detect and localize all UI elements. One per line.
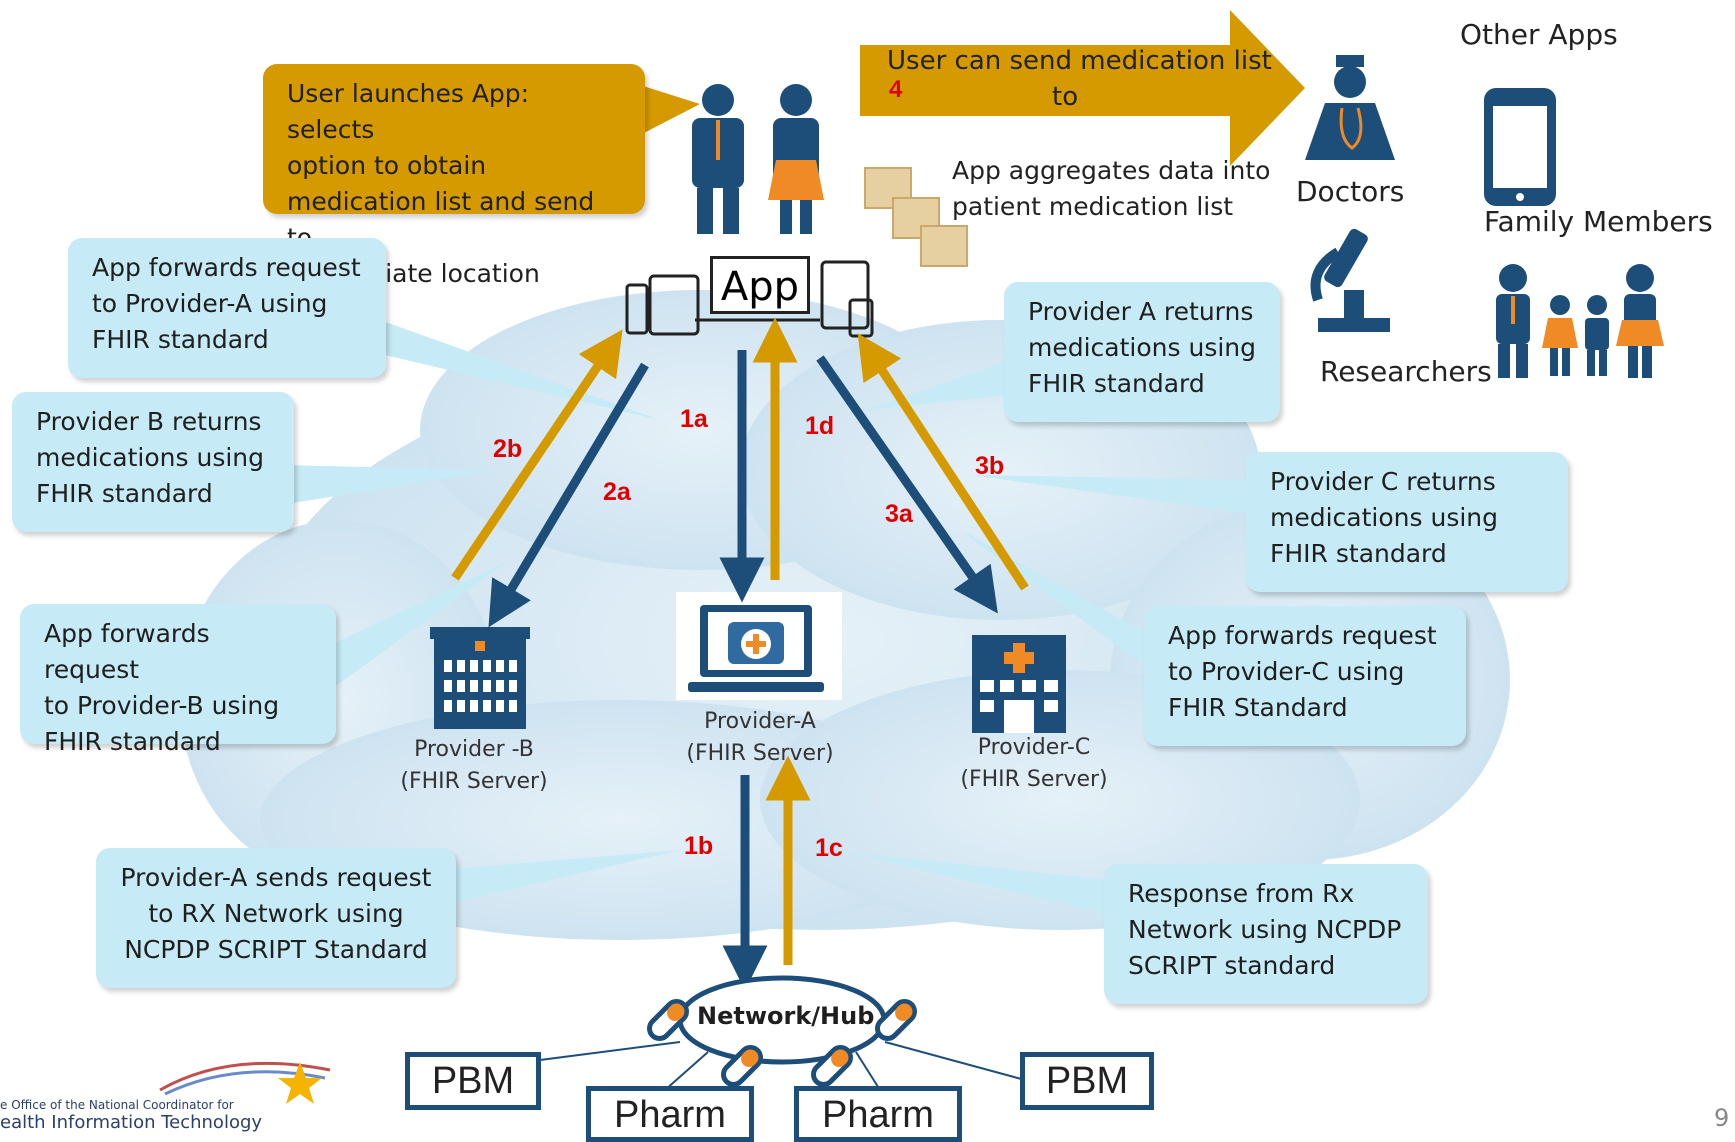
onc-footer-line1: e Office of the National Coordinator for	[0, 1098, 234, 1112]
send-list-arrow	[860, 10, 1305, 166]
pharm-right-box: Pharm	[794, 1086, 962, 1142]
callout-forward-provider-a: App forwards request to Provider-A using…	[68, 238, 386, 378]
network-hub-label: Network/Hub	[697, 1002, 875, 1030]
pill-icons	[647, 999, 917, 1087]
step-2a-label: 2a	[603, 478, 631, 506]
pbm-right-box: PBM	[1020, 1052, 1154, 1110]
family-members-label: Family Members	[1484, 205, 1713, 238]
step-1d-label: 1d	[805, 412, 835, 440]
onc-footer-line2: ealth Information Technology	[0, 1112, 263, 1133]
step-1b-label: 1b	[684, 832, 714, 860]
data-aggregation-icon	[864, 167, 968, 267]
provider-c-icon	[972, 635, 1066, 733]
hub-connectors	[539, 1041, 1026, 1091]
researchers-label: Researchers	[1320, 355, 1492, 388]
banner-line2: to	[1052, 82, 1079, 112]
provider-c-label: Provider-C (FHIR Server)	[960, 735, 1108, 792]
step-1c-label: 1c	[815, 834, 843, 862]
callout-forward-provider-c: App forwards request to Provider-C using…	[1144, 606, 1466, 746]
onc-logo	[159, 1061, 331, 1104]
callout-send-rx-network: Provider-A sends request to RX Network u…	[96, 848, 456, 988]
launch-app-callout: User launches App: selects option to obt…	[263, 64, 645, 288]
callout-provider-b-returns: Provider B returns medications using FHI…	[12, 392, 294, 532]
banner-line1: User can send medication list	[887, 46, 1272, 76]
step-1a-label: 1a	[680, 405, 708, 433]
provider-b-icon	[430, 627, 530, 729]
doctors-label: Doctors	[1296, 175, 1405, 208]
callout-provider-c-returns: Provider C returns medications using FHI…	[1246, 452, 1568, 592]
callout-provider-a-returns: Provider A returns medications using FHI…	[1004, 282, 1280, 422]
doctor-icon	[1305, 55, 1395, 160]
step-3b-label: 3b	[975, 452, 1005, 480]
other-apps-label: Other Apps	[1460, 18, 1618, 51]
pharm-left-box: Pharm	[586, 1086, 754, 1142]
page-number: 9	[1714, 1104, 1730, 1132]
microscope-icon	[1310, 228, 1390, 332]
aggregate-text: App aggregates data into patient medicat…	[952, 156, 1271, 221]
callout-forward-provider-b: App forwards request to Provider-B using…	[20, 604, 336, 756]
provider-a-icon	[676, 592, 842, 700]
flow-arrows	[451, 317, 1029, 991]
phone-icon	[1484, 88, 1556, 206]
user-couple-icon	[692, 84, 824, 234]
provider-b-label: Provider -B (FHIR Server)	[400, 737, 548, 794]
step-2b-label: 2b	[493, 435, 523, 463]
step-4-label: 4	[889, 76, 903, 103]
step-3a-label: 3a	[885, 500, 913, 528]
app-label: App	[710, 256, 810, 314]
pbm-left-box: PBM	[405, 1052, 541, 1110]
callout-rx-response: Response from Rx Network using NCPDP SCR…	[1104, 864, 1428, 1004]
family-icon	[1496, 264, 1664, 378]
provider-a-label: Provider-A (FHIR Server)	[686, 709, 834, 766]
